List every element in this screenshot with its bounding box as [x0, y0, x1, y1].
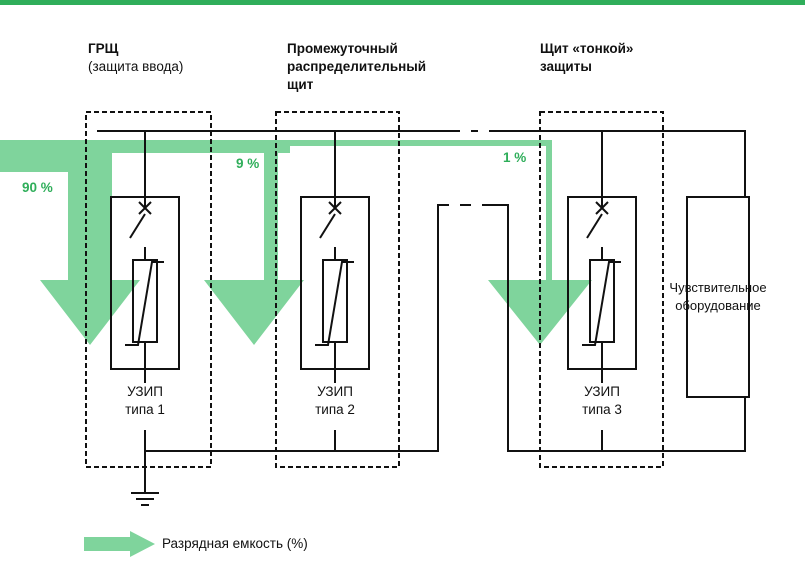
panel-3-title-line-2: защиты — [540, 59, 592, 74]
device-2-type: УЗИП — [317, 384, 353, 399]
panel-2-outline — [275, 111, 400, 468]
discharge-arrows — [0, 140, 592, 345]
busbar-top-right — [489, 130, 746, 197]
percent-90: 90 % — [22, 180, 53, 195]
device-2-class: типа 2 — [315, 402, 355, 417]
panel-3-title-line-1: Щит «тонкой» — [540, 41, 634, 56]
switch-3 — [586, 213, 603, 260]
discharge-arrow-9 — [112, 140, 304, 345]
discharge-arrow-1 — [290, 140, 592, 345]
equipment-label: Чувствительное оборудование — [669, 197, 766, 397]
device-1-type: УЗИП — [127, 384, 163, 399]
ground-icon — [131, 451, 159, 506]
top-accent-bar — [0, 0, 805, 5]
panel-1-subtitle: (защита ввода) — [88, 59, 184, 74]
device-label-1: УЗИП типа 1 — [105, 383, 185, 419]
panel-2-title-line-1: Промежуточный — [287, 41, 398, 56]
switch-2 — [319, 213, 336, 260]
device-label-3: УЗИП типа 3 — [562, 383, 642, 419]
panel-3-outline — [539, 111, 664, 468]
equipment-box — [686, 196, 750, 398]
panel-2-title-line-3: щит — [287, 77, 314, 92]
percent-1: 1 % — [503, 150, 527, 165]
panel-2-title-line-2: распределительный — [287, 59, 427, 74]
varistor-diag-3 — [582, 261, 621, 346]
device-3-class: типа 3 — [582, 402, 622, 417]
switch-1 — [129, 213, 146, 260]
panel-1-header: ГРЩ (защита ввода) — [88, 40, 183, 76]
equipment-line-1: Чувствительное — [669, 280, 767, 295]
ground-bus-right — [482, 204, 746, 452]
legend-arrow-icon — [84, 531, 155, 557]
percent-9: 9 % — [236, 156, 260, 171]
panel-1-title: ГРЩ — [88, 41, 119, 56]
ground-bus-left — [145, 204, 449, 452]
legend-label: Разрядная емкость (%) — [162, 536, 308, 551]
panel-outlines — [85, 111, 664, 468]
panel-2-header: Промежуточный распределительный щит — [287, 40, 426, 94]
wiring — [97, 130, 750, 506]
varistor-diag-1 — [125, 261, 164, 346]
contact-mark-1 — [138, 201, 152, 215]
varistor-diag-2 — [315, 261, 354, 346]
device-3-type: УЗИП — [584, 384, 620, 399]
panel-3-header: Щит «тонкой» защиты — [540, 40, 633, 76]
contact-mark-2 — [328, 201, 342, 215]
device-1-class: типа 1 — [125, 402, 165, 417]
discharge-arrow-90 — [0, 140, 140, 345]
equipment-line-2: оборудование — [675, 298, 761, 313]
device-label-2: УЗИП типа 2 — [295, 383, 375, 419]
contact-mark-3 — [595, 201, 609, 215]
